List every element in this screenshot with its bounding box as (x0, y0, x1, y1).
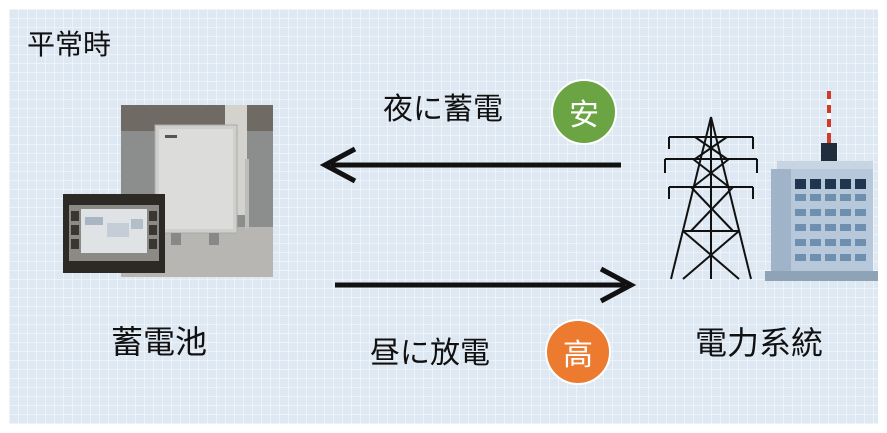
building-window (855, 194, 866, 201)
power-grid-label: 電力系統 (695, 324, 824, 362)
building-window (825, 209, 836, 216)
building-window (840, 209, 851, 216)
battery-photo (121, 105, 273, 277)
building-window (810, 209, 821, 216)
building-window (795, 224, 806, 231)
building-window (810, 254, 821, 261)
day-discharge-arrow (335, 266, 637, 304)
building-window (795, 239, 806, 246)
building-window (840, 224, 851, 231)
building-window (825, 239, 836, 246)
building-window (855, 179, 866, 189)
control-panel-photo (63, 194, 165, 273)
building-window (840, 254, 851, 261)
building-window (810, 194, 821, 201)
building-window (855, 209, 866, 216)
battery-label: 蓄電池 (111, 323, 208, 361)
building-window (855, 254, 866, 261)
day-discharge-label: 昼に放電 (370, 336, 490, 371)
building-window (810, 239, 821, 246)
building-window (825, 254, 836, 261)
building-window (825, 224, 836, 231)
building-window (840, 179, 851, 189)
building-window (795, 194, 806, 201)
diagram-canvas: 平常時 (9, 9, 878, 424)
building-window (855, 224, 866, 231)
building-window (840, 194, 851, 201)
building-window (795, 254, 806, 261)
building-window (855, 239, 866, 246)
building-window (795, 209, 806, 216)
transmission-tower-icon (664, 116, 758, 280)
building-window (810, 224, 821, 231)
building-windows (795, 179, 866, 261)
building-window (825, 179, 836, 189)
building-window (795, 179, 806, 189)
building-window (810, 179, 821, 189)
night-charge-label: 夜に蓄電 (383, 92, 503, 127)
building-window (840, 239, 851, 246)
scenario-title: 平常時 (27, 28, 112, 61)
diagram-graphics (63, 91, 878, 304)
high-rate-badge: 高 (545, 319, 611, 385)
cheap-rate-badge: 安 (551, 79, 617, 145)
building-window (825, 194, 836, 201)
night-charge-arrow (319, 146, 621, 184)
